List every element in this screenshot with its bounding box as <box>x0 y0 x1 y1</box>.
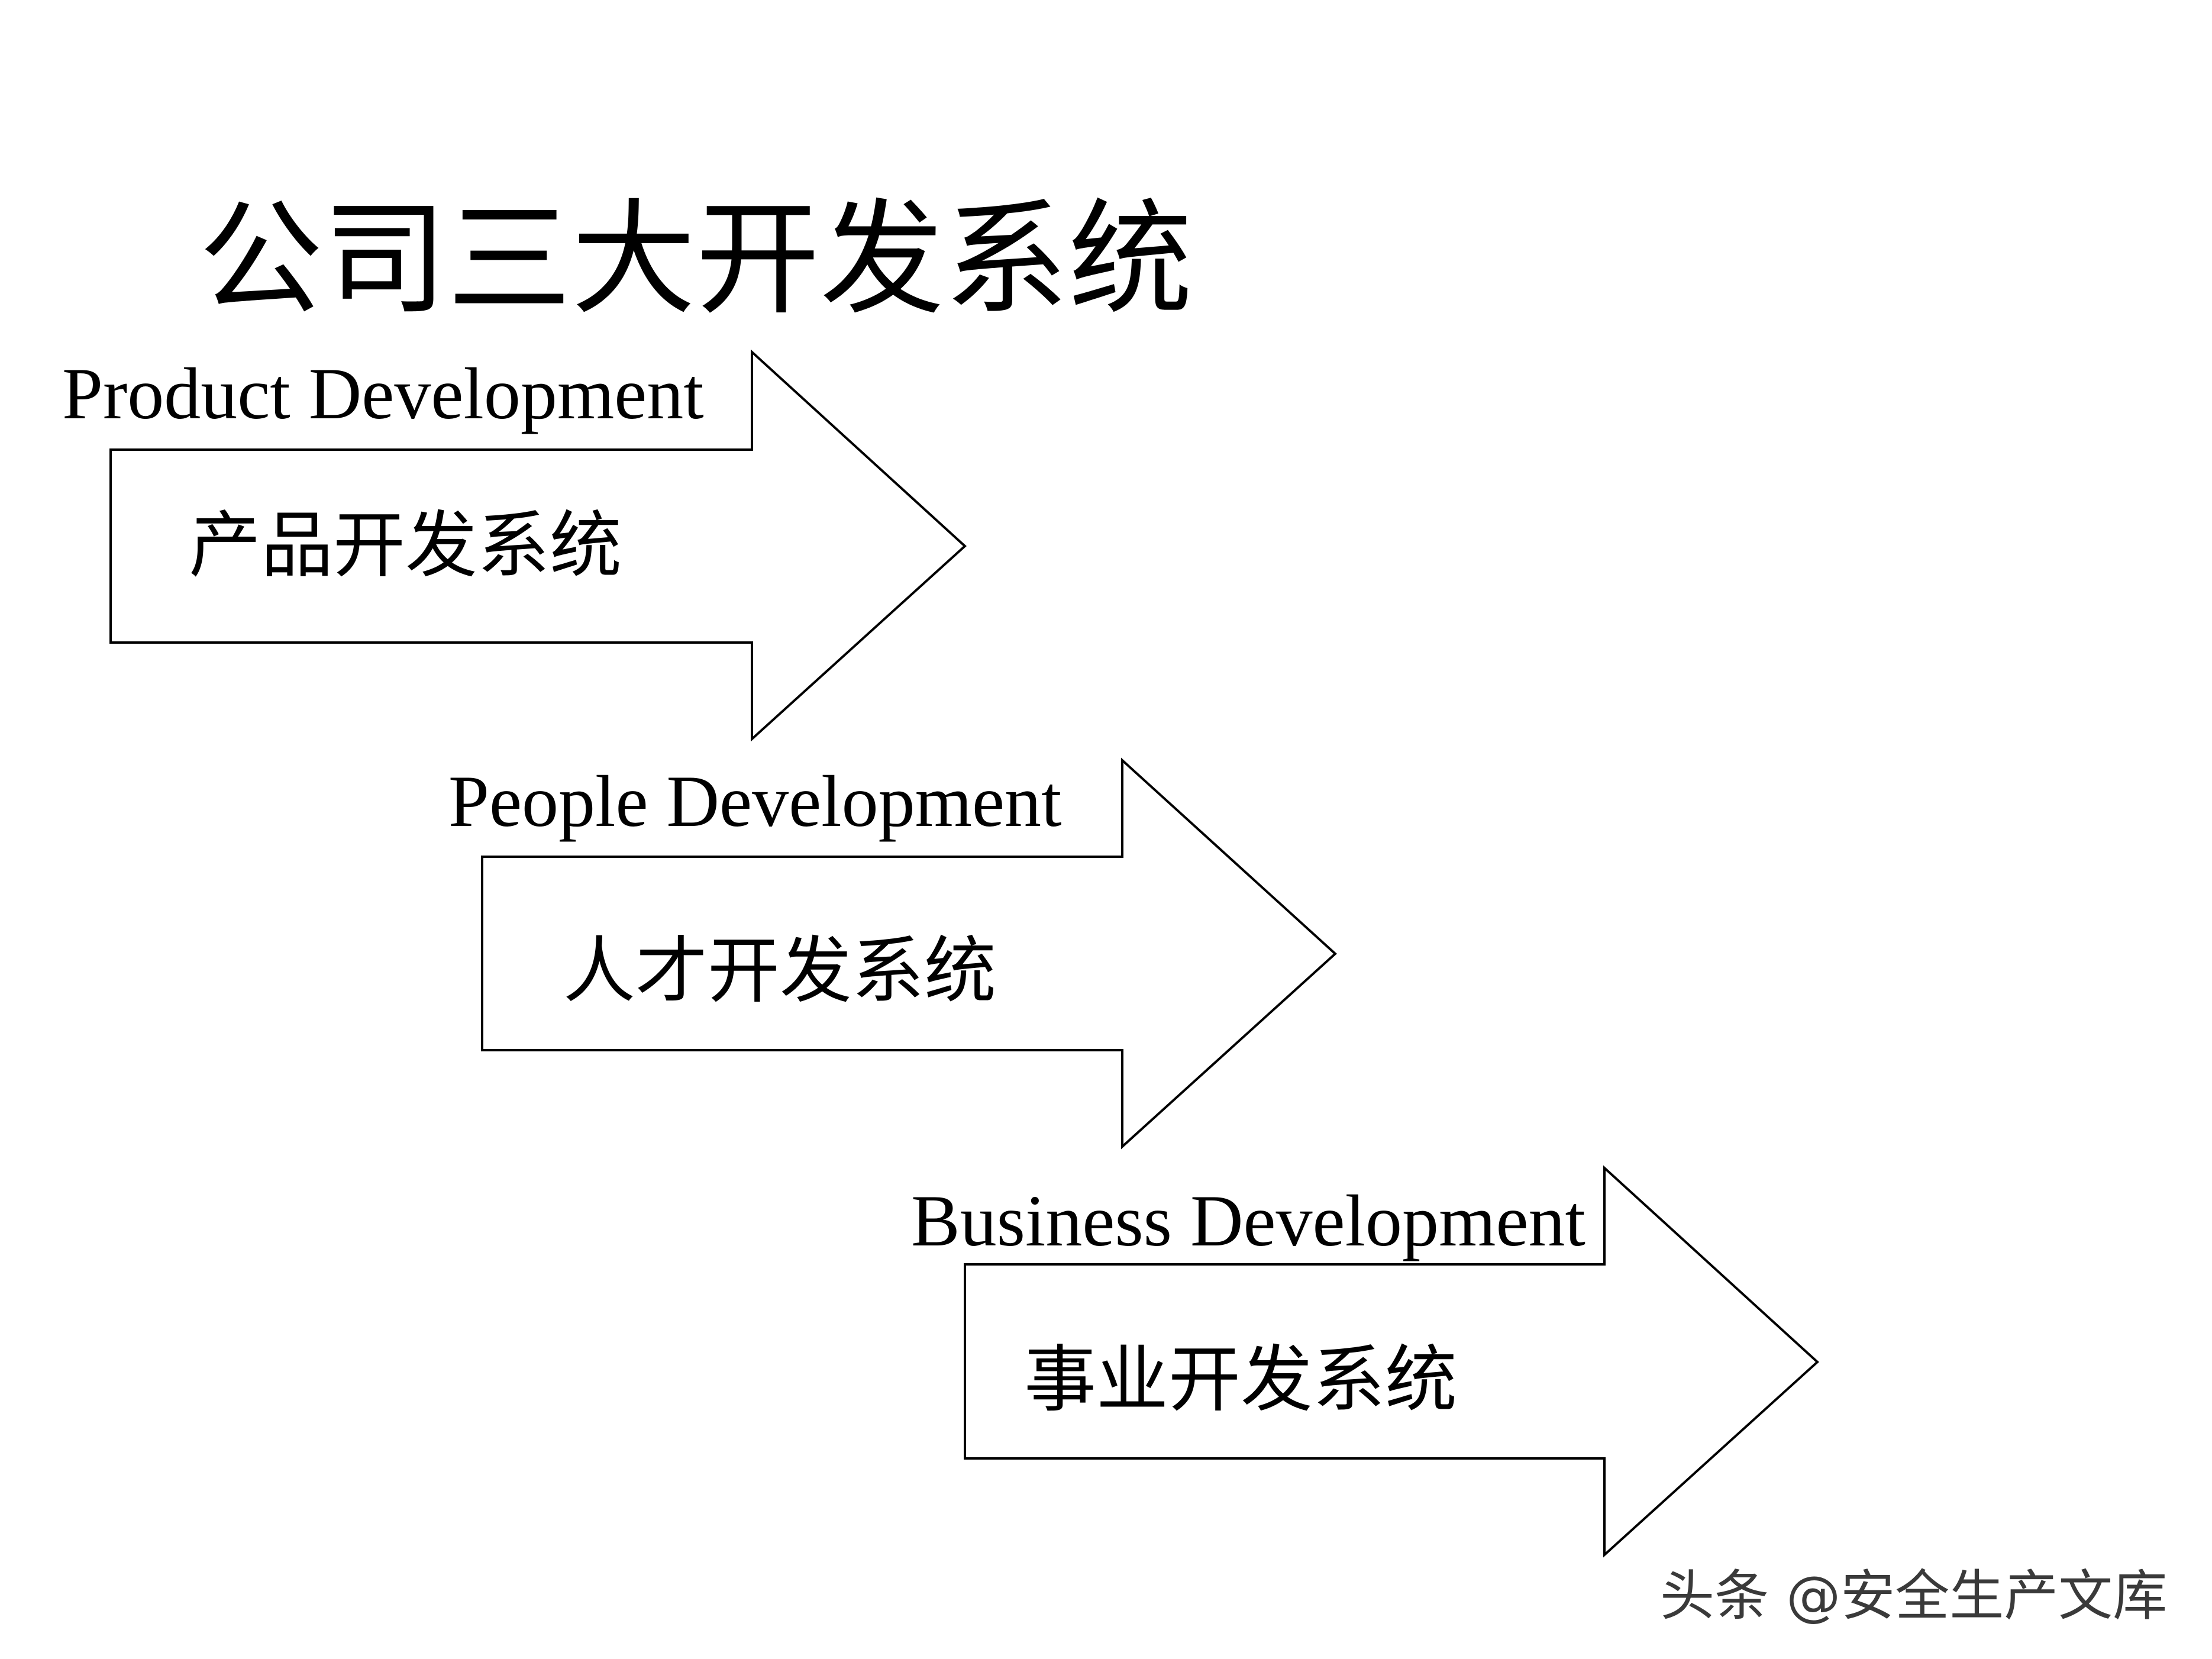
arrow-shape <box>481 757 1337 1150</box>
arrow-shape <box>109 349 967 742</box>
slide-title: 公司三大开发系统 <box>199 187 1193 332</box>
watermark: 头条 @安全生产文库 <box>1660 1564 2167 1628</box>
arrow-chinese-label: 产品开发系统 <box>189 503 622 588</box>
arrow-chinese-label: 人才开发系统 <box>563 929 996 1013</box>
arrow-english-label: Product Development <box>62 353 704 434</box>
arrow-shape <box>964 1165 1819 1558</box>
arrow-chinese-label: 事业开发系统 <box>1024 1338 1457 1422</box>
arrow-business-development: Business Development 事业开发系统 <box>911 1165 1819 1558</box>
arrow-english-label: People Development <box>448 761 1062 842</box>
arrow-english-label: Business Development <box>911 1180 1585 1261</box>
arrow-product-development: Product Development 产品开发系统 <box>62 349 967 742</box>
arrow-people-development: People Development 人才开发系统 <box>448 757 1337 1150</box>
